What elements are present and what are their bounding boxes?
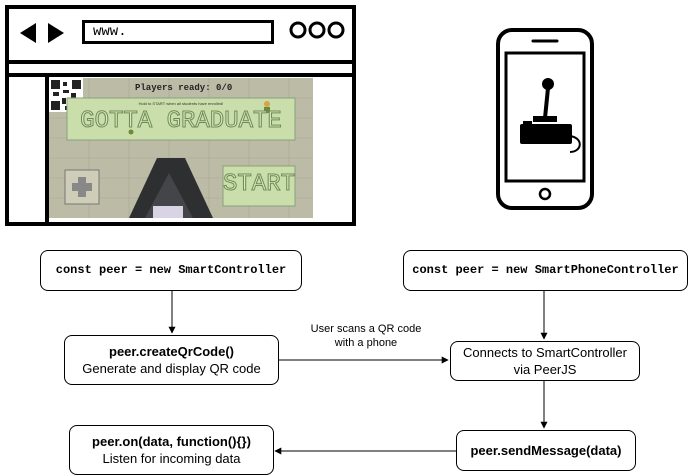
phone-init-prefix: const peer = new (412, 263, 535, 277)
phone-init-class: SmartPhoneController (534, 263, 679, 277)
box-browser-init: const peer = new SmartController (40, 250, 302, 291)
create-qr-sub: Generate and display QR code (82, 361, 261, 376)
box-connects: Connects to SmartController via PeerJS (450, 341, 640, 381)
url-bar: www. (82, 20, 274, 44)
browser-init-text: const peer = new SmartController (55, 263, 287, 277)
menu-dots-icon (289, 21, 345, 39)
box-phone-init: const peer = new SmartPhoneController (403, 250, 688, 291)
box-listen: peer.on(data, function(){}) Listen for i… (69, 425, 274, 475)
connects-line2: via PeerJS (513, 362, 577, 377)
box-send-message: peer.sendMessage(data) (456, 430, 636, 471)
phone-illustration (496, 28, 594, 210)
listen-title: peer.on(data, function(){}) (92, 434, 251, 449)
players-ready-text: Players ready: 0/0 (135, 83, 233, 93)
scan-label: User scans a QR code with a phone (296, 322, 436, 350)
create-qr-title: peer.createQrCode() (109, 344, 234, 359)
send-message-text: peer.sendMessage(data) (470, 443, 622, 458)
joystick-icon (520, 78, 581, 153)
forward-arrow-icon (48, 23, 64, 43)
back-arrow-icon (20, 23, 64, 43)
scan-line2: with a phone (334, 337, 398, 349)
box-create-qr: peer.createQrCode() Generate and display… (64, 335, 279, 385)
game-title: GOTTA GRADUATE (80, 108, 283, 136)
scan-line1: User scans a QR code (310, 323, 422, 335)
start-label: START (223, 171, 296, 199)
listen-sub: Listen for incoming data (102, 451, 241, 466)
phone-init-text: const peer = new SmartPhoneController (412, 262, 678, 279)
game-screenshot: Players ready: 0/0 Hold to START when al… (49, 78, 313, 218)
url-text: www. (93, 24, 127, 40)
connects-line1: Connects to SmartController (462, 345, 627, 360)
game-subtitle: Hold to START when all students have enr… (138, 101, 224, 106)
